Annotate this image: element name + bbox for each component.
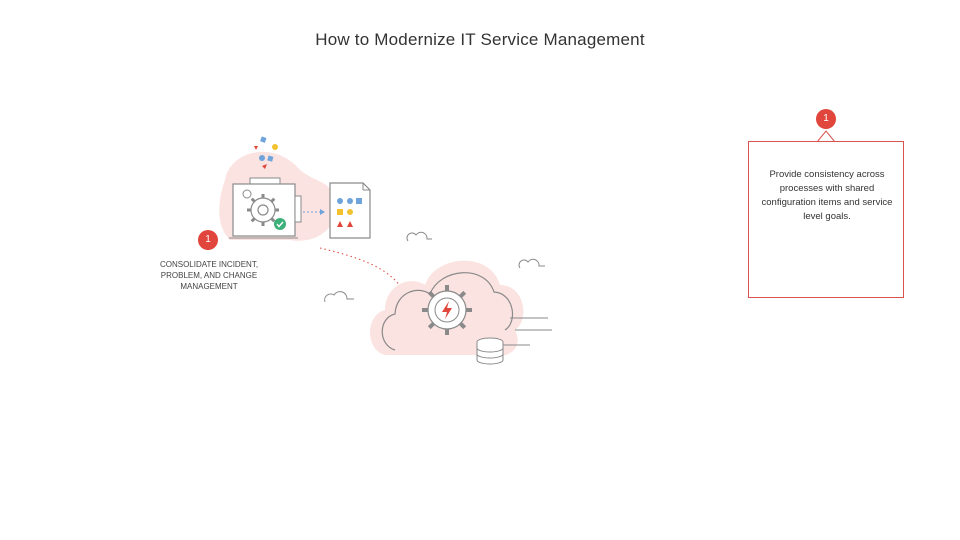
lightning-icon [442, 301, 452, 319]
cloud-icon [324, 291, 354, 303]
document-icon [329, 182, 371, 239]
callout-text: Provide consistency across processes wit… [761, 169, 893, 222]
database-icon [476, 337, 504, 365]
step-number-badge[interactable]: 1 [198, 230, 218, 250]
step-label: CONSOLIDATE INCIDENT, PROBLEM, AND CHANG… [159, 260, 259, 291]
cloud-icon [406, 231, 432, 242]
checkmark-icon [274, 218, 286, 230]
cloud-icon [518, 258, 545, 269]
callout-number-badge: 1 [816, 109, 836, 129]
callout-box: Provide consistency across processes wit… [748, 141, 904, 298]
gear-icon [247, 194, 279, 226]
small-gear-icon [242, 189, 252, 199]
machine-icon [229, 177, 302, 239]
cloud-gear-icon [422, 285, 472, 335]
slide-title: How to Modernize IT Service Management [315, 30, 645, 49]
floating-shapes-icon [254, 136, 278, 169]
dotted-connector [319, 247, 401, 287]
callout-pointer [816, 130, 836, 143]
